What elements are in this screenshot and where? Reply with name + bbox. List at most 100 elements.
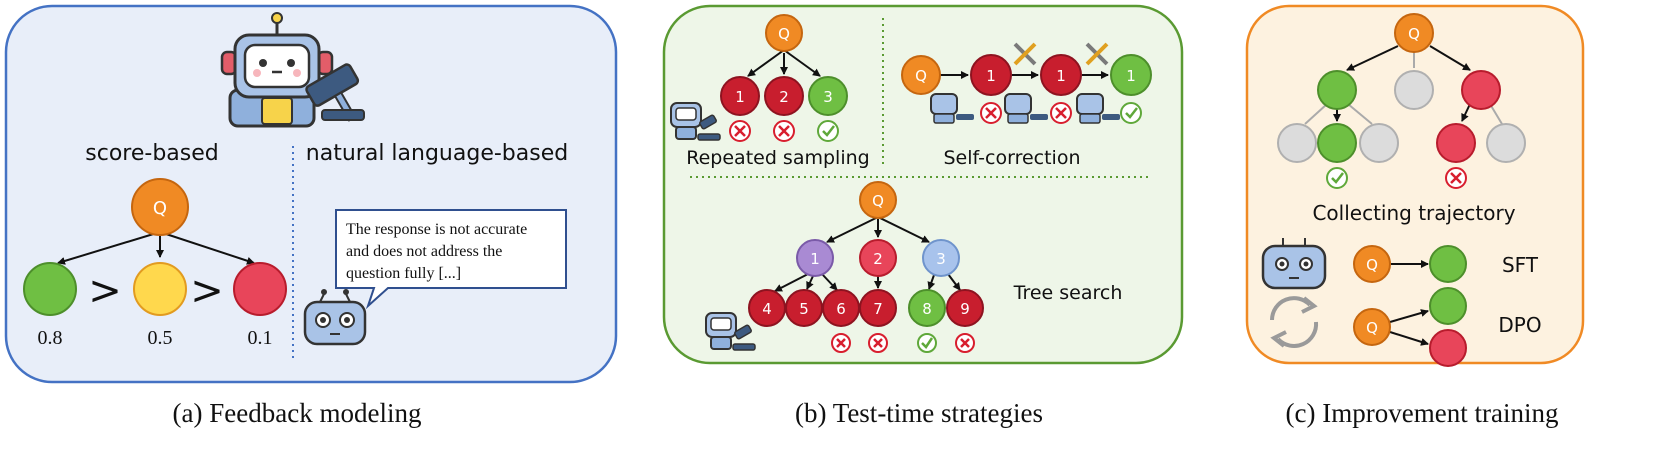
- panel-test-time-strategies: Q 1 2 3 Repeated sampling Q: [662, 4, 1184, 365]
- yellow-node: [133, 262, 187, 316]
- traj-gray-node-4: [1486, 123, 1526, 163]
- rs-node-1-label: 1: [735, 88, 745, 106]
- speech-bubble: The response is not accurate and does no…: [335, 209, 567, 310]
- comparator-2: >: [190, 268, 224, 314]
- ts-node-1: [796, 239, 834, 277]
- self-correction-label: Self-correction: [943, 147, 1080, 169]
- dpo-q-label: Q: [1366, 319, 1378, 337]
- sc-cross-icon-1: [980, 102, 1002, 124]
- ts-node-2: [859, 239, 897, 277]
- traj-root-label: Q: [1408, 25, 1420, 43]
- score-value-1: 0.8: [38, 327, 63, 349]
- ts-node-6-label: 6: [836, 300, 846, 318]
- rs-cross-icon-2: [773, 120, 795, 142]
- tools-icon-2: [1085, 42, 1109, 66]
- sc-node-1-label: 1: [986, 67, 996, 85]
- speech-line-2: and does not address the: [346, 243, 502, 260]
- ts-node-3: [922, 239, 960, 277]
- root-node: [131, 178, 189, 236]
- rs-check-icon: [817, 120, 839, 142]
- rs-node-3: [808, 76, 848, 116]
- traj-red-node: [1461, 70, 1501, 110]
- score-tree: Q > > 0.8 0.5 0.1: [23, 178, 287, 349]
- green-node: [23, 262, 77, 316]
- self-correction-chain: Q 1 1 1: [901, 42, 1152, 124]
- sft-pair: Q: [1353, 245, 1467, 283]
- caption-c: (c) Improvement training: [1286, 398, 1559, 428]
- dpo-label: DPO: [1498, 313, 1541, 337]
- traj-gray-node-3: [1359, 123, 1399, 163]
- sc-root-label: Q: [915, 67, 927, 85]
- ts-check-icon-8: [917, 333, 937, 353]
- caption-a: (a) Feedback modeling: [173, 398, 422, 428]
- score-based-label: score-based: [85, 141, 218, 166]
- comparator-1: >: [88, 268, 122, 314]
- rs-node-1: [720, 76, 760, 116]
- red-node: [233, 262, 287, 316]
- rs-node-3-label: 3: [823, 88, 833, 106]
- sc-node-2: [1040, 54, 1082, 96]
- traj-gray-node-1: [1394, 70, 1434, 110]
- robot-judge-icon: [220, 12, 365, 128]
- score-value-3: 0.1: [248, 327, 273, 349]
- tools-icon-1: [1013, 42, 1037, 66]
- dpo-green-node: [1429, 287, 1467, 325]
- ts-node-4-label: 4: [762, 300, 772, 318]
- sc-robot-icon-1: [930, 93, 974, 124]
- dpo-red-node: [1429, 329, 1467, 367]
- trajectory-tree: Q: [1277, 13, 1526, 189]
- traj-green-node: [1317, 70, 1357, 110]
- ts-node-3-label: 3: [936, 250, 946, 268]
- sc-cross-icon-2: [1050, 102, 1072, 124]
- panel-improvement-training: Q Collecting trajectory: [1245, 4, 1585, 367]
- rs-cross-icon-1: [729, 120, 751, 142]
- repeated-sampling-label: Repeated sampling: [686, 147, 869, 169]
- rs-node-2: [764, 76, 804, 116]
- nl-based-label: natural language-based: [306, 141, 568, 166]
- ts-node-9-label: 9: [960, 300, 970, 318]
- panel-feedback-modeling: score-based natural language-based Q > >…: [4, 4, 618, 384]
- ts-root-label: Q: [872, 192, 884, 210]
- sc-node-3: [1110, 54, 1152, 96]
- rs-node-2-label: 2: [779, 88, 789, 106]
- ts-cross-icon-9: [955, 333, 975, 353]
- tree-search-label: Tree search: [1013, 282, 1123, 304]
- traj-green-leaf: [1317, 123, 1357, 163]
- collecting-trajectory-label: Collecting trajectory: [1312, 201, 1515, 225]
- speech-line-1: The response is not accurate: [346, 221, 527, 238]
- ts-node-7: [859, 289, 897, 327]
- traj-check-icon: [1326, 167, 1348, 189]
- ts-node-8: [908, 289, 946, 327]
- traj-cross-icon: [1445, 167, 1467, 189]
- robot-judge-icon-small: [670, 102, 721, 141]
- sft-green-node: [1429, 245, 1467, 283]
- dpo-pair: Q: [1353, 287, 1467, 367]
- ts-node-1-label: 1: [810, 250, 820, 268]
- root-node-label: Q: [153, 198, 167, 219]
- ts-node-7-label: 7: [873, 300, 883, 318]
- sc-robot-icon-2: [1004, 93, 1048, 124]
- sc-robot-icon-3: [1076, 93, 1120, 124]
- tree-search-tree: Q 1 2 3 4 5 6 7 8 9: [705, 181, 984, 353]
- caption-b: (b) Test-time strategies: [795, 398, 1043, 428]
- sc-check-icon: [1120, 102, 1142, 124]
- score-value-2: 0.5: [148, 327, 173, 349]
- sc-root-node: [901, 55, 941, 95]
- traj-red-leaf: [1436, 123, 1476, 163]
- ts-cross-icon-6: [831, 333, 851, 353]
- robot-icon: [303, 289, 367, 346]
- repeated-sampling-tree: Q 1 2 3: [670, 14, 848, 142]
- ts-cross-icon-7: [868, 333, 888, 353]
- dpo-q-node: [1353, 308, 1391, 346]
- sc-node-1: [970, 54, 1012, 96]
- ts-node-9: [946, 289, 984, 327]
- sc-node-2-label: 1: [1056, 67, 1066, 85]
- traj-gray-node-2: [1277, 123, 1317, 163]
- ts-node-8-label: 8: [922, 300, 932, 318]
- ts-node-5-label: 5: [799, 300, 809, 318]
- speech-line-3: question fully [...]: [346, 265, 461, 282]
- sft-q-node: [1353, 245, 1391, 283]
- ts-node-2-label: 2: [873, 250, 883, 268]
